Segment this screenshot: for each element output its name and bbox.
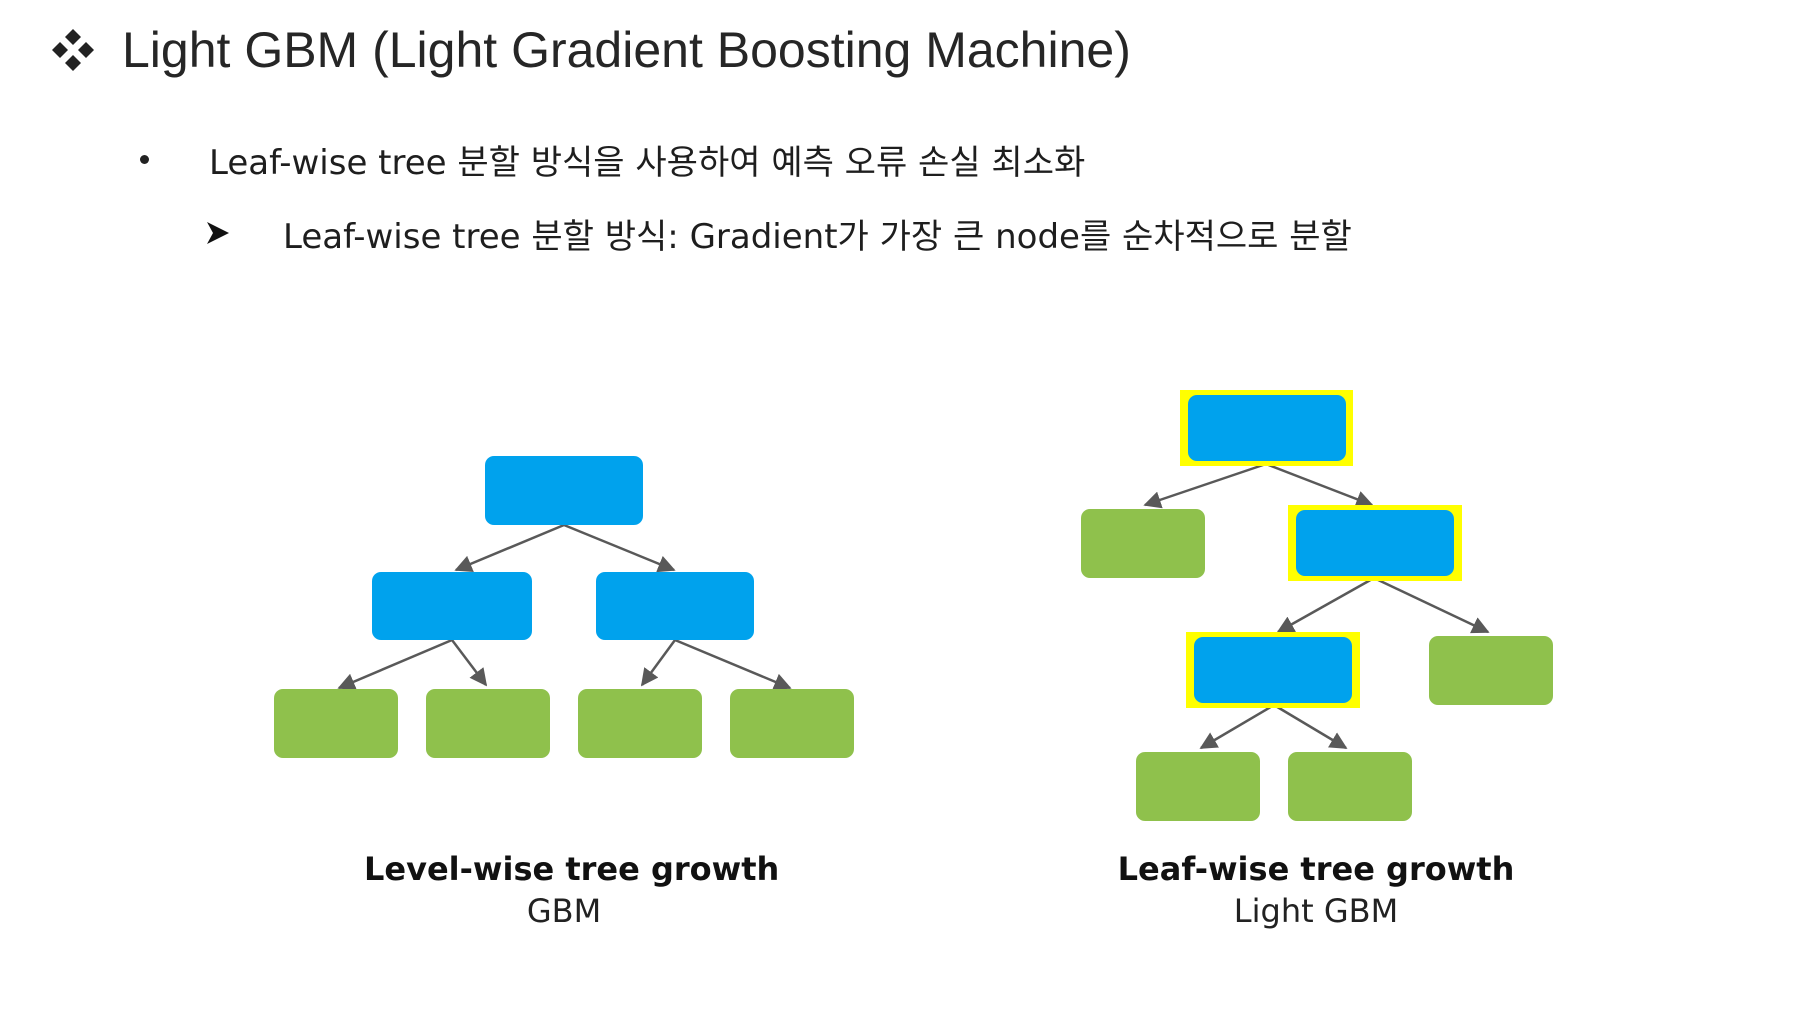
leaf-wise-caption: Leaf-wise tree growth Light GBM [1116, 848, 1516, 932]
leaf-wise-tree [1081, 390, 1553, 821]
leaf-node [1429, 636, 1553, 705]
split-node [372, 572, 532, 640]
edge [454, 523, 565, 573]
leaf-node [426, 689, 550, 758]
level-wise-caption: Level-wise tree growth GBM [364, 848, 780, 932]
split-node [1194, 637, 1352, 703]
edge [1199, 703, 1275, 750]
leaf-node [1136, 752, 1260, 821]
edge [563, 523, 676, 573]
leaf-wise-caption-title: Leaf-wise tree growth [1117, 850, 1515, 888]
leaf-node [1081, 509, 1205, 578]
level-wise-caption-title: Level-wise tree growth [364, 850, 780, 888]
leaf-wise-caption-sub: Light GBM [1233, 892, 1399, 930]
slide-title: Light GBM (Light Gradient Boosting Machi… [122, 22, 1131, 78]
leaf-node [1288, 752, 1412, 821]
edge [1143, 462, 1267, 509]
edge [1265, 462, 1374, 508]
leaf-node [730, 689, 854, 758]
arrowhead-icon [207, 222, 229, 244]
bullet-text-level2: Leaf-wise tree 분할 방식: Gradient가 가장 큰 nod… [283, 216, 1352, 257]
leaf-node [274, 689, 398, 758]
bullet-item-level1: Leaf-wise tree 분할 방식을 사용하여 예측 오류 손실 최소화 [140, 136, 1086, 183]
level-wise-tree [274, 456, 854, 758]
split-node [1296, 510, 1454, 576]
bullet-text-level1: Leaf-wise tree 분할 방식을 사용하여 예측 오류 손실 최소화 [209, 142, 1086, 183]
edge [1373, 576, 1490, 634]
level-wise-caption-sub: GBM [526, 892, 602, 930]
edge [1273, 703, 1348, 750]
four-diamond-icon [52, 29, 94, 71]
edge [337, 638, 453, 690]
edge [451, 639, 488, 687]
bullet-item-level2: Leaf-wise tree 분할 방식: Gradient가 가장 큰 nod… [205, 210, 1352, 257]
split-node [596, 572, 754, 640]
slide-title-row: Light GBM (Light Gradient Boosting Machi… [50, 14, 1131, 86]
bullet-dot-icon [140, 154, 149, 164]
edge [640, 639, 677, 687]
split-node [485, 456, 643, 525]
edge [1276, 576, 1375, 634]
edge [674, 638, 792, 691]
split-node [1188, 395, 1346, 461]
leaf-node [578, 689, 702, 758]
